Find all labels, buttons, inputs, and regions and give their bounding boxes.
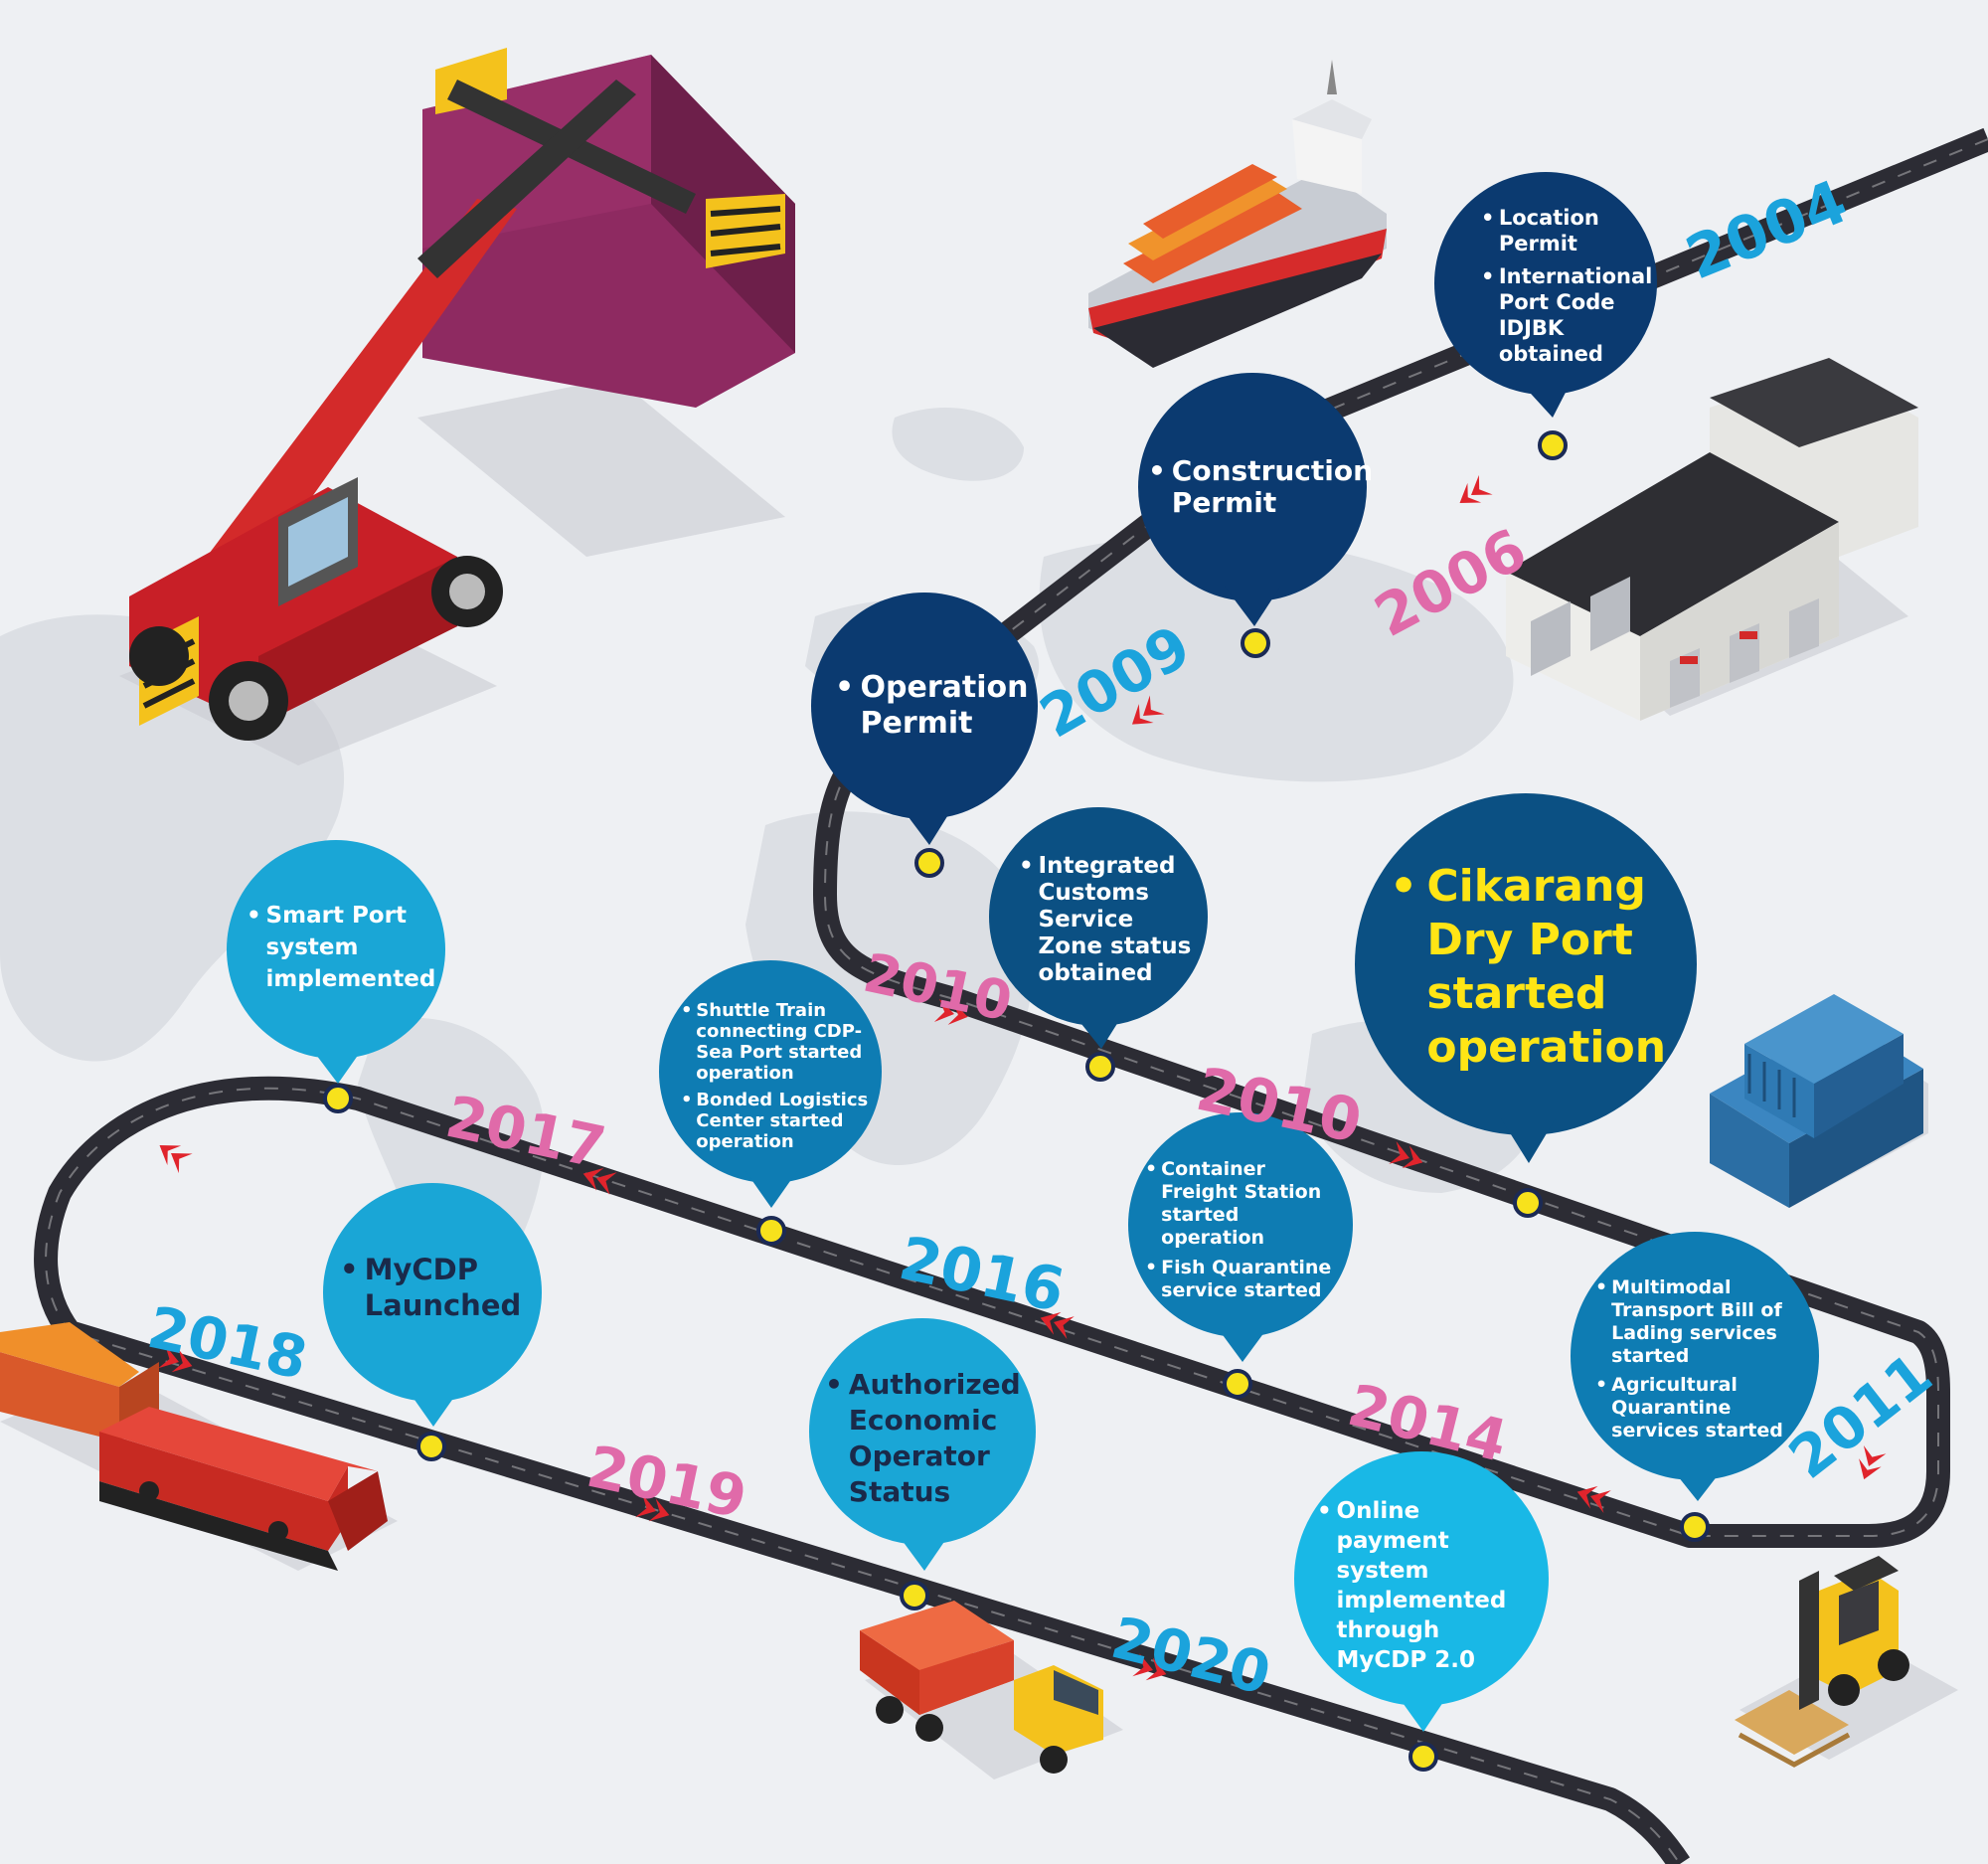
node-cikarang	[1513, 1188, 1543, 1218]
truck-icon	[860, 1601, 1123, 1779]
direction-arrow	[1389, 1141, 1423, 1169]
node-2014	[1223, 1369, 1252, 1399]
milestone-freight: Container Freight Station started operat…	[1145, 1158, 1344, 1301]
direction-arrow	[1576, 1485, 1611, 1513]
milestone-location: Location PermitInternational Port Code I…	[1481, 199, 1652, 373]
milestone-aeo: Authorized Economic Operator Status	[825, 1364, 1021, 1513]
node-2006	[1241, 628, 1270, 658]
milestone-item: Online payment system implemented throug…	[1317, 1496, 1536, 1675]
node-2004	[1538, 430, 1568, 460]
node-2009	[914, 848, 944, 878]
milestone-item: Operation Permit	[835, 670, 1028, 742]
direction-arrow	[1459, 474, 1493, 504]
container-stack-icon	[1710, 994, 1928, 1208]
milestone-item: Integrated Customs Service Zone status o…	[1019, 853, 1198, 987]
milestone-item: Agricultural Quarantine services started	[1595, 1374, 1794, 1442]
milestone-customs: Integrated Customs Service Zone status o…	[1019, 850, 1198, 989]
milestone-item: Bonded Logistics Center started operatio…	[681, 1090, 870, 1152]
freight-train-icon	[0, 1322, 398, 1571]
timeline-road	[34, 127, 1988, 1864]
node-2019	[900, 1581, 929, 1610]
node-2011	[1680, 1512, 1710, 1542]
milestone-item: Fish Quarantine service started	[1145, 1257, 1344, 1302]
direction-arrow	[1132, 1653, 1167, 1681]
node-2016	[756, 1216, 786, 1246]
timeline-road-dash	[45, 138, 1988, 1864]
milestone-construction: Construction Permit	[1148, 437, 1373, 537]
direction-arrow	[933, 998, 968, 1025]
milestone-item: Shuttle Train connecting CDP-Sea Port st…	[681, 1000, 870, 1084]
milestone-mycdp: MyCDP Launched	[340, 1238, 529, 1337]
node-2010-customs	[1085, 1052, 1115, 1082]
milestone-item: MyCDP Launched	[340, 1252, 529, 1323]
reach-stacker-icon	[119, 48, 795, 765]
forklift-icon	[1735, 1556, 1958, 1768]
direction-arrow	[159, 1144, 193, 1174]
milestone-payment: Online payment system implemented throug…	[1317, 1496, 1536, 1673]
milestone-item: Location Permit	[1481, 205, 1650, 256]
milestone-multimodal: Multimodal Transport Bill of Lading serv…	[1595, 1276, 1794, 1442]
node-2017	[323, 1084, 353, 1113]
milestone-item: Container Freight Station started operat…	[1145, 1158, 1344, 1250]
timeline-nodes	[323, 430, 1710, 1772]
direction-arrow	[635, 1494, 670, 1522]
direction-arrow	[1131, 695, 1165, 725]
milestone-item: Construction Permit	[1148, 455, 1373, 519]
milestone-item: Multimodal Transport Bill of Lading serv…	[1595, 1276, 1794, 1368]
cargo-ship-icon	[1088, 60, 1387, 368]
direction-arrows	[158, 474, 1887, 1681]
milestone-item: Cikarang Dry Port started operation	[1390, 860, 1666, 1075]
milestone-item: Smart Port system implemented	[247, 900, 445, 995]
warehouse-icon	[1506, 358, 1918, 721]
direction-arrow	[582, 1167, 617, 1195]
node-2020	[1408, 1742, 1438, 1772]
node-2018	[416, 1432, 446, 1461]
direction-arrow	[158, 1345, 193, 1373]
milestone-cikarang: Cikarang Dry Port started operation	[1390, 855, 1666, 1079]
direction-arrow	[1859, 1444, 1887, 1480]
milestone-shuttle: Shuttle Train connecting CDP-Sea Port st…	[681, 999, 870, 1153]
milestone-smartport: Smart Port system implemented	[247, 890, 445, 1004]
milestone-item: International Port Code IDJBK obtained	[1481, 263, 1652, 367]
direction-arrow	[1040, 1311, 1075, 1339]
milestone-operation: Operation Permit	[835, 656, 1028, 756]
milestone-item: Authorized Economic Operator Status	[825, 1367, 1021, 1510]
